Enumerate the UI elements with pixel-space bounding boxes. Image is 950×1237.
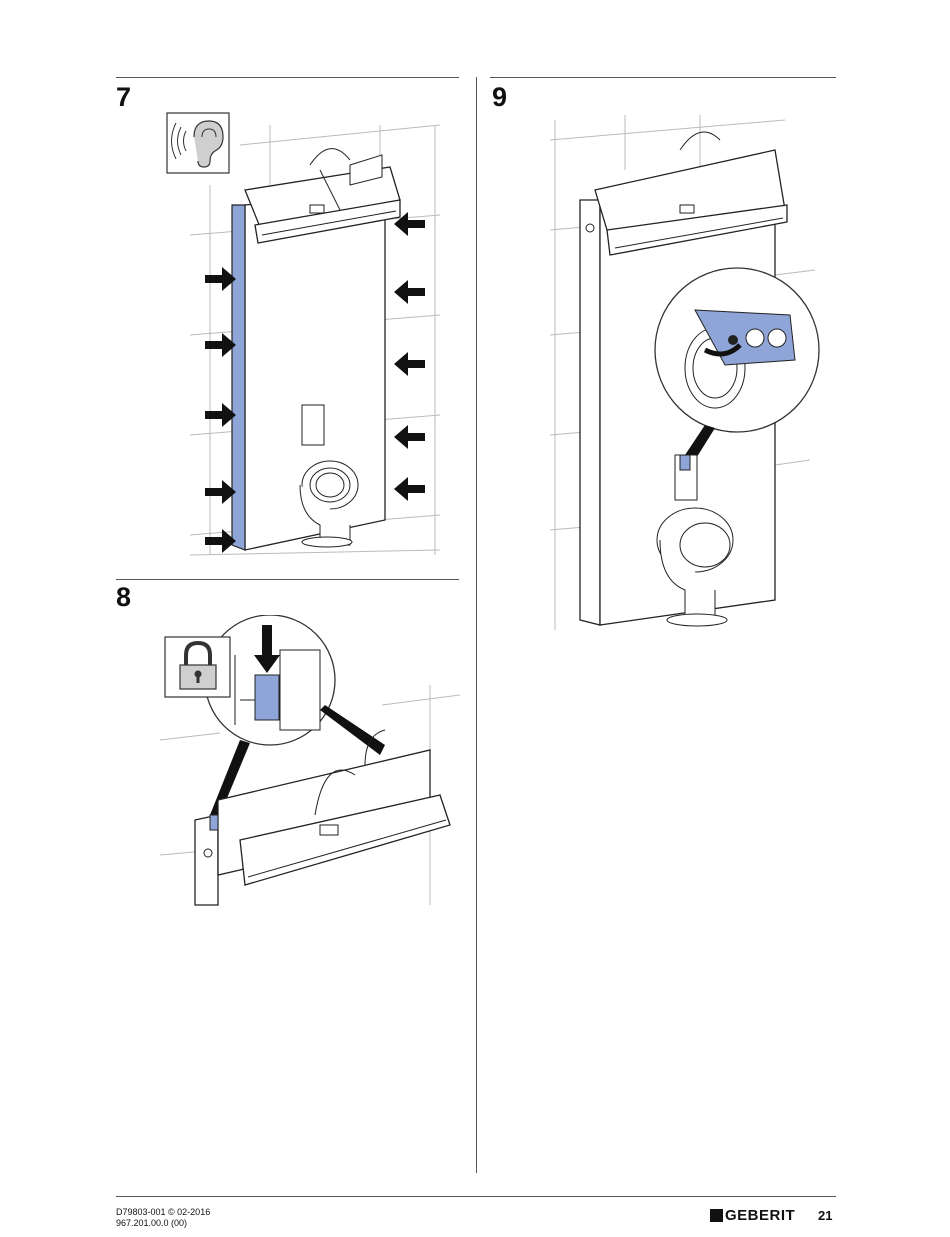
brand-name: GEBERIT <box>725 1207 795 1224</box>
step7-illustration <box>150 105 450 565</box>
step7-top-rule <box>116 77 459 78</box>
step-number-7: 7 <box>116 84 131 111</box>
article-number: 967.201.00.0 (00) <box>116 1218 187 1229</box>
step-number-8: 8 <box>116 584 131 611</box>
step9-illustration <box>545 110 835 635</box>
padlock-icon <box>165 637 230 697</box>
geberit-logo <box>710 1209 723 1222</box>
footer-rule <box>116 1196 836 1197</box>
document-reference: D79803-001 © 02-2016 <box>116 1207 210 1218</box>
step-number-9: 9 <box>492 84 507 111</box>
step8-illustration <box>160 615 460 910</box>
page-number: 21 <box>818 1208 832 1223</box>
step9-top-rule <box>490 77 836 78</box>
column-divider <box>476 77 477 1173</box>
step8-top-rule <box>116 579 459 580</box>
ear-sound-icon <box>167 113 229 173</box>
